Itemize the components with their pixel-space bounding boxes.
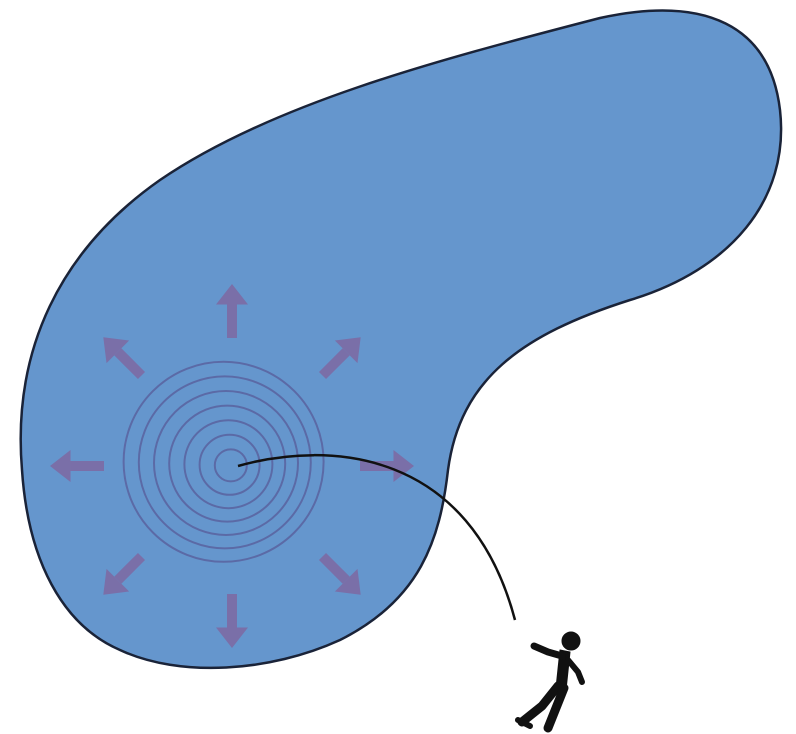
person-icon [518,632,582,728]
